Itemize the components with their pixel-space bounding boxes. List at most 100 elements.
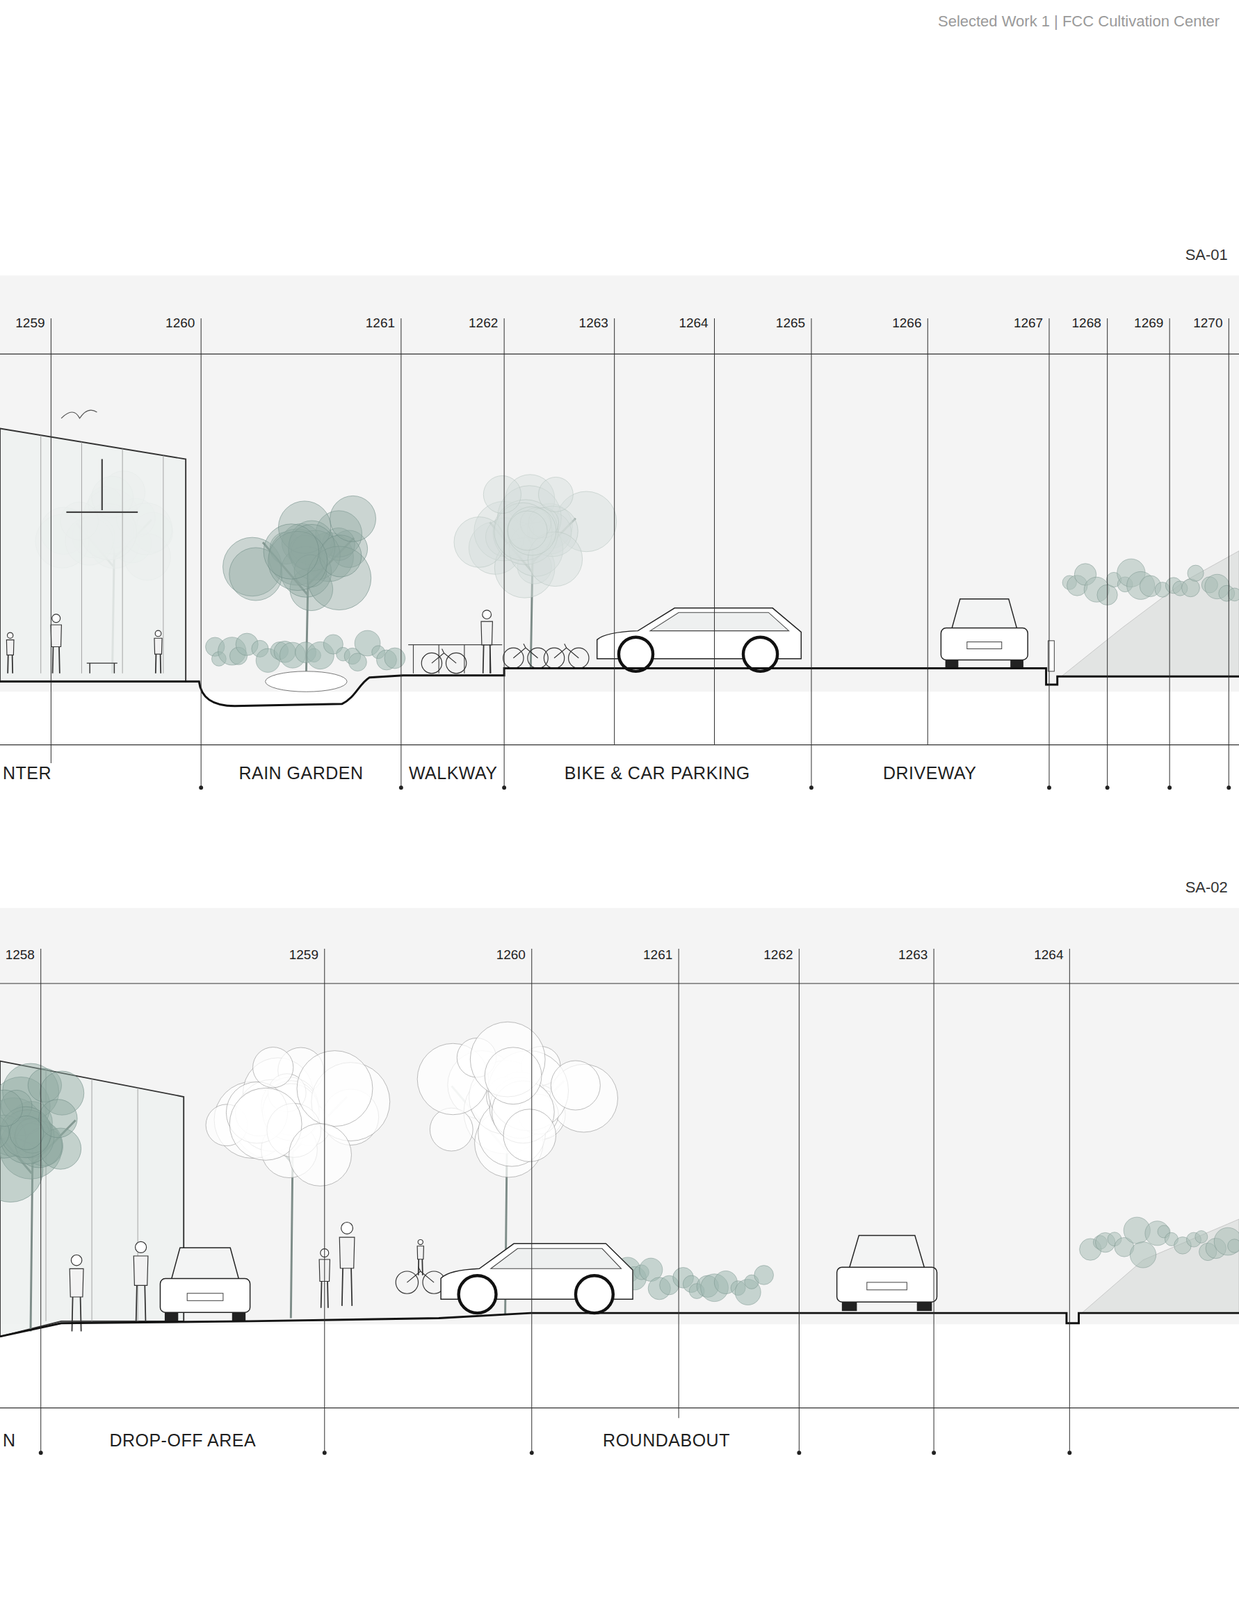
station-number: 1260 — [165, 316, 195, 331]
bike-frame — [513, 643, 538, 659]
person-legs — [155, 654, 161, 674]
car-window — [490, 1248, 622, 1269]
car-body — [837, 1267, 938, 1303]
shrub-leaf — [1227, 1239, 1239, 1254]
building-outline — [0, 1061, 184, 1338]
station-line — [400, 318, 402, 788]
tree-canopy — [289, 1124, 352, 1187]
car-window — [650, 612, 790, 631]
person-head — [482, 610, 492, 620]
grid-line — [0, 1407, 1239, 1409]
shrub-leaf — [348, 653, 367, 672]
bike-figure — [503, 643, 549, 669]
tree-canopy — [503, 1109, 557, 1163]
car-wheel — [743, 637, 778, 672]
tree-canopy — [253, 1047, 294, 1089]
tree-figure — [454, 474, 617, 669]
station-line — [1069, 949, 1071, 1454]
station-number: 1260 — [496, 947, 526, 963]
window-mullion — [81, 442, 83, 674]
person-head — [135, 1241, 147, 1253]
planted-slope — [1081, 1219, 1239, 1314]
bike-frame — [554, 643, 579, 659]
tree-canopy — [483, 475, 521, 514]
section-ground — [0, 908, 1239, 1325]
window-mullion — [91, 1079, 93, 1322]
station-dot — [529, 1451, 534, 1456]
person-figure — [417, 1239, 424, 1276]
car-windshield — [951, 599, 1018, 631]
car-wheel — [618, 637, 653, 672]
glass-building — [0, 428, 186, 683]
person-head — [70, 1254, 82, 1266]
station-number: 1262 — [763, 947, 793, 963]
tree-canopy — [507, 506, 557, 556]
station-line — [810, 318, 812, 788]
person-legs — [71, 1297, 81, 1333]
person-figure — [154, 630, 163, 674]
zone-label: BIKE & CAR PARKING — [564, 764, 751, 784]
station-number: 1258 — [5, 947, 35, 963]
station-number: 1267 — [1013, 316, 1043, 331]
section-illustration — [0, 275, 1239, 1456]
station-number: 1268 — [1072, 316, 1102, 331]
shrub-leaf — [1195, 1231, 1208, 1244]
station-dot — [931, 1451, 936, 1456]
hanging-lamp — [66, 459, 138, 513]
station-line — [798, 949, 800, 1454]
station-line — [50, 318, 52, 764]
station-number: 1266 — [892, 316, 922, 331]
zone-label: DRIVEWAY — [883, 764, 977, 784]
bike-frame — [406, 1267, 434, 1284]
person-head — [341, 1223, 354, 1235]
shrub-leaf — [1213, 1227, 1239, 1256]
window-mullion — [162, 455, 164, 674]
person-body — [6, 640, 14, 656]
tree-canopy — [550, 1061, 601, 1111]
zone-label: ROUNDABOUT — [602, 1431, 731, 1452]
station-number: 1264 — [678, 316, 708, 331]
car-body — [940, 628, 1028, 661]
person-body — [154, 638, 163, 655]
car-wheel — [458, 1275, 497, 1314]
car-windshield — [848, 1236, 925, 1271]
station-dot — [399, 785, 404, 790]
car-windshield — [171, 1248, 240, 1282]
person-head — [7, 632, 14, 639]
person-legs — [7, 654, 13, 674]
person-figure — [481, 610, 493, 674]
station-number: 1270 — [1193, 316, 1223, 331]
person-legs — [52, 646, 60, 674]
station-dot — [501, 785, 507, 790]
person-legs — [136, 1285, 147, 1322]
tree-canopy — [484, 1047, 542, 1105]
person-body — [133, 1256, 149, 1286]
station-line — [927, 318, 929, 746]
tree-figure — [223, 495, 377, 676]
person-figure — [6, 632, 14, 674]
station-dot — [1167, 785, 1172, 790]
tree-figure — [0, 1063, 85, 1333]
shrub-leaf — [384, 648, 406, 669]
station-number: 1263 — [579, 316, 609, 331]
person-body — [50, 625, 62, 648]
tree-canopy — [330, 495, 377, 542]
shrub-figure — [205, 630, 406, 673]
station-dot — [796, 1451, 801, 1456]
grid-line — [0, 983, 1239, 984]
station-number: 1269 — [1134, 316, 1164, 331]
bike-frame — [431, 649, 457, 664]
bike-figure — [395, 1267, 445, 1295]
car-front — [837, 1236, 938, 1313]
window-mullion — [137, 1088, 139, 1322]
car-body — [159, 1279, 250, 1314]
tree-canopy — [296, 1051, 373, 1128]
person-head — [52, 614, 61, 623]
bird-figure — [61, 410, 97, 419]
station-number: 1261 — [365, 316, 395, 331]
shrub-leaf — [754, 1266, 774, 1286]
car-side — [597, 608, 802, 672]
station-dot — [1067, 1451, 1072, 1456]
tree-canopy — [538, 476, 573, 512]
